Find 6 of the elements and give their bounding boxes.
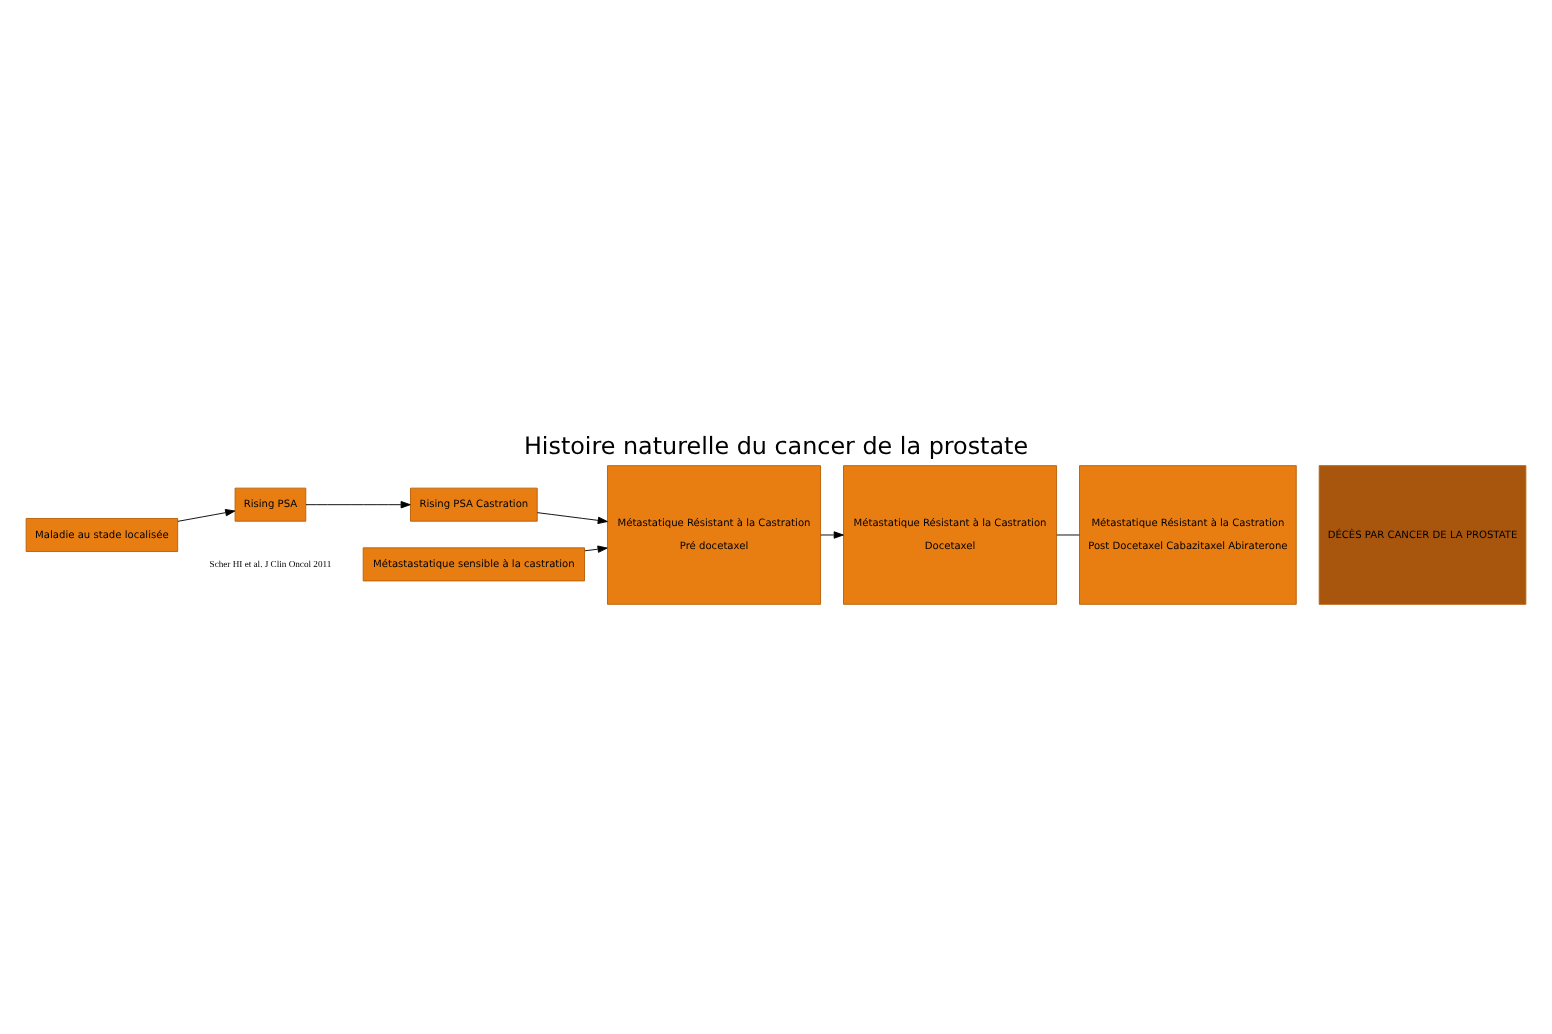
diagram-title: Histoire naturelle du cancer de la prostate: [523, 431, 1029, 460]
arrow: [820, 530, 844, 538]
arrow: [536, 511, 608, 524]
arrow: [584, 544, 608, 552]
arrow: [177, 508, 236, 521]
arrow: [305, 500, 411, 508]
